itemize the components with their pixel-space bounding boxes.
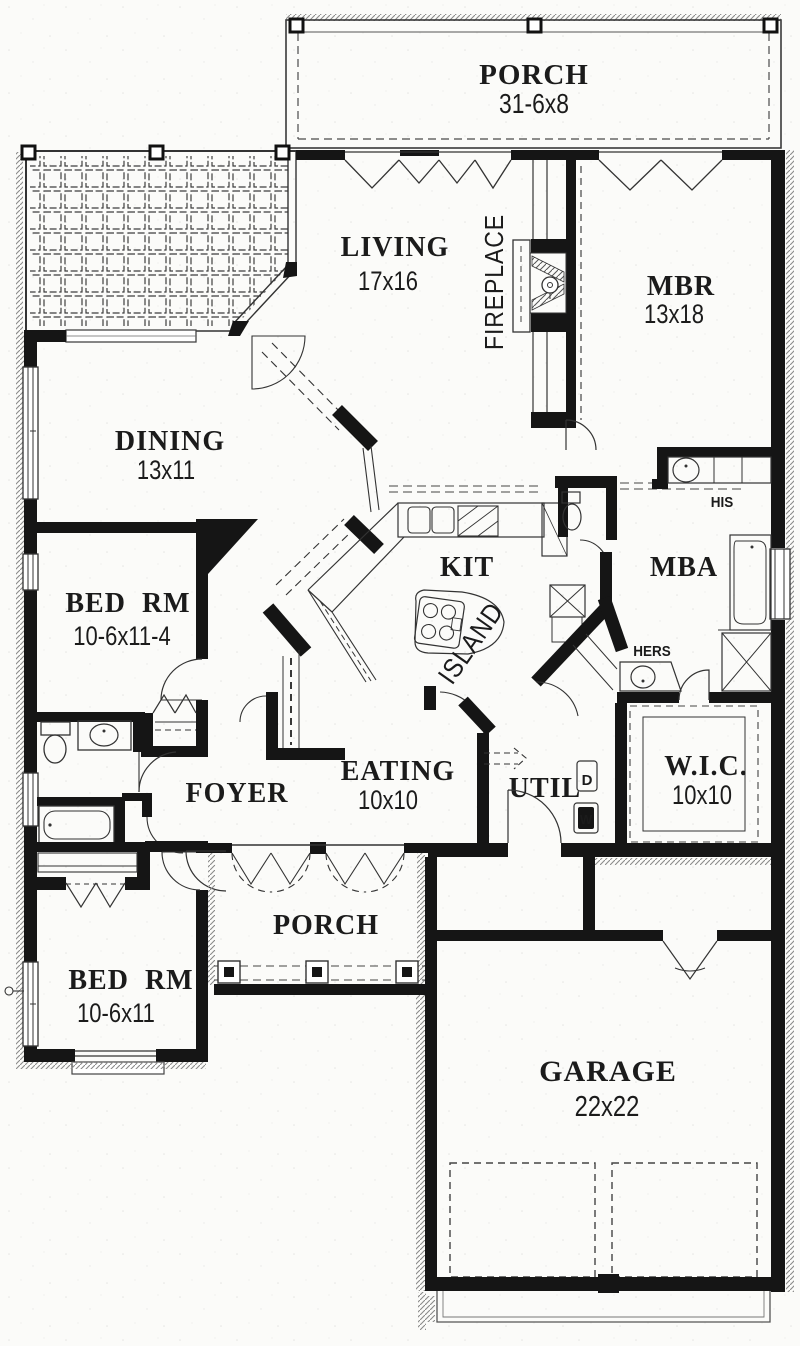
svg-text:BED RM: BED RM [65, 588, 190, 619]
svg-text:W.I.C.: W.I.C. [664, 751, 748, 782]
svg-text:EATING: EATING [341, 756, 455, 787]
svg-text:10-6x11-4: 10-6x11-4 [73, 622, 170, 651]
svg-text:22x22: 22x22 [575, 1090, 640, 1123]
svg-text:HIS: HIS [711, 494, 733, 511]
svg-text:10-6x11: 10-6x11 [77, 999, 155, 1028]
svg-text:PORCH: PORCH [273, 910, 379, 941]
svg-text:PORCH: PORCH [479, 59, 589, 91]
svg-text:MBR: MBR [647, 271, 715, 302]
svg-text:17x16: 17x16 [358, 267, 418, 296]
svg-text:D: D [582, 772, 593, 789]
svg-text:HERS: HERS [633, 643, 670, 660]
svg-text:13x18: 13x18 [644, 300, 704, 329]
svg-text:13x11: 13x11 [137, 456, 195, 485]
svg-text:31-6x8: 31-6x8 [499, 89, 569, 119]
svg-text:FIREPLACE: FIREPLACE [481, 214, 510, 350]
svg-text:MBA: MBA [650, 552, 718, 583]
svg-text:GARAGE: GARAGE [539, 1055, 677, 1088]
svg-text:FOYER: FOYER [186, 778, 289, 809]
svg-text:W: W [580, 812, 593, 827]
svg-text:10x10: 10x10 [358, 786, 418, 815]
svg-text:UTIL: UTIL [509, 773, 581, 804]
svg-text:BED RM: BED RM [68, 965, 193, 996]
svg-text:10x10: 10x10 [672, 781, 732, 810]
svg-text:KIT: KIT [440, 552, 494, 583]
svg-text:DINING: DINING [115, 426, 225, 457]
svg-text:LIVING: LIVING [341, 232, 450, 263]
